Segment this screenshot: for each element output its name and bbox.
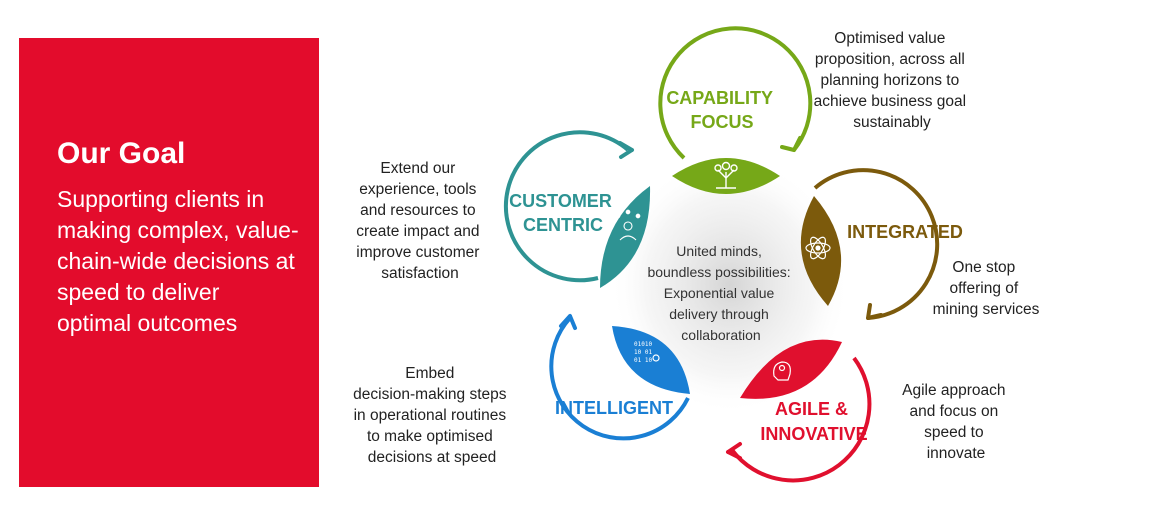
intelligent-label: INTELLIGENT bbox=[555, 398, 673, 418]
customer-label: CUSTOMER CENTRIC bbox=[509, 191, 617, 235]
integrated-description: One stop offering of mining services bbox=[933, 259, 1040, 318]
intelligent-arrowhead bbox=[559, 314, 577, 330]
agile-arrowhead bbox=[726, 442, 742, 460]
capability-ring bbox=[658, 26, 813, 160]
people-network-icon bbox=[615, 209, 641, 241]
goal-panel: Our Goal Supporting clients in making co… bbox=[19, 38, 319, 487]
capability-description: Optimised value proposition, across all … bbox=[814, 30, 971, 131]
center-text: United minds, boundless possibilities: E… bbox=[647, 243, 794, 343]
goal-text: Supporting clients in making complex, va… bbox=[57, 186, 299, 336]
segment-intelligent: 01010 10 01 01 10 INTELLIGENT Embed deci… bbox=[353, 314, 690, 466]
agile-leaf bbox=[740, 339, 842, 399]
capability-label: CAPABILITY FOCUS bbox=[666, 88, 777, 132]
lightbulb-head-icon bbox=[773, 361, 791, 381]
customer-arrowhead bbox=[618, 141, 634, 159]
binary-gears-icon: 01010 10 01 01 10 bbox=[634, 341, 660, 364]
atom-icon bbox=[805, 236, 831, 260]
agile-description: Agile approach and focus on speed to inn… bbox=[902, 382, 1010, 462]
integrated-leaf bbox=[800, 196, 842, 306]
svg-text:01010: 01010 bbox=[634, 341, 652, 348]
intelligent-description: Embed decision-making steps in operation… bbox=[353, 365, 511, 466]
customer-ring bbox=[503, 130, 630, 283]
capability-arrowhead bbox=[780, 136, 802, 152]
intelligent-ring bbox=[549, 316, 690, 441]
svg-text:01 10: 01 10 bbox=[634, 357, 652, 364]
agile-ring bbox=[730, 356, 872, 483]
integrated-arrowhead bbox=[866, 303, 883, 320]
integrated-label: INTEGRATED bbox=[847, 222, 963, 242]
customer-description: Extend our experience, tools and resourc… bbox=[356, 160, 484, 282]
segment-capability: CAPABILITY FOCUS Optimised value proposi… bbox=[658, 26, 971, 194]
segment-customer: CUSTOMER CENTRIC Extend our experience, … bbox=[356, 130, 651, 288]
segment-agile: AGILE & INNOVATIVE Agile approach and fo… bbox=[726, 339, 1010, 483]
integrated-ring bbox=[813, 168, 940, 320]
agile-label: AGILE & INNOVATIVE bbox=[760, 399, 867, 444]
segment-integrated: INTEGRATED One stop offering of mining s… bbox=[800, 168, 1040, 320]
tree-icon bbox=[714, 161, 738, 189]
goal-title: Our Goal bbox=[57, 137, 186, 170]
svg-text:10 01: 10 01 bbox=[634, 349, 652, 356]
intelligent-leaf bbox=[612, 326, 690, 394]
